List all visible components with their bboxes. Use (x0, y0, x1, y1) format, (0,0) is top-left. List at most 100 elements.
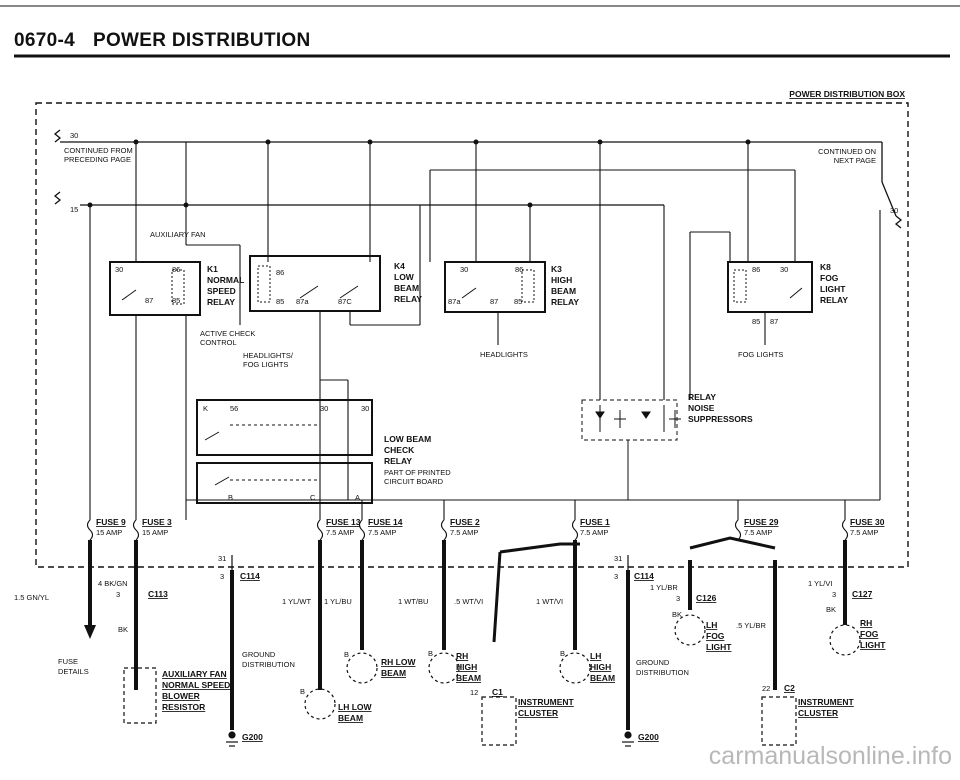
k3-id: K3 (551, 264, 562, 274)
watermark: carmanualsonline.info (708, 742, 952, 770)
aux-resistor-l1-label: AUXILIARY FAN (162, 669, 227, 679)
fuses-f1-amp-label: 7.5 AMP (580, 528, 608, 537)
lh-low-pin-label: B (300, 687, 305, 696)
relay-k8-l2-label: LIGHT (820, 284, 846, 294)
connectors-term31b-label: 31 (614, 554, 622, 563)
power-distribution-box (35, 102, 909, 568)
terminal-15: 15 (70, 205, 78, 214)
connectors-c2pin-label: 22 (762, 684, 770, 693)
relay-k3-l2-label: BEAM (551, 286, 576, 296)
fuse-details-l2-label: DETAILS (58, 667, 89, 676)
connectors-c126pin-label: 3 (676, 594, 680, 603)
relay-k4-l1-label: LOW (394, 272, 415, 282)
wires-wtbu-label: 1 WT/BU (398, 597, 428, 606)
wires-ylbu-label: 1 YL/BU (324, 597, 352, 606)
ground-dist-a-l2-label: DISTRIBUTION (242, 660, 295, 669)
connectors-c127pin-label: 3 (832, 590, 836, 599)
instrument-b-l2-label: CLUSTER (798, 708, 838, 718)
low-beam-check-p30b-label: 30 (361, 404, 369, 413)
g200a-label: G200 (242, 732, 263, 742)
lh-high-pin-label: B (560, 649, 565, 658)
connectors-c113pin-label: 3 (116, 590, 120, 599)
k4-id: K4 (394, 261, 405, 271)
relay-k1-l1-label: NORMAL (207, 275, 244, 285)
relay-k4-l3-label: RELAY (394, 294, 422, 304)
low-beam-check-l3-label: RELAY (384, 456, 412, 466)
connectors-c114bpin-label: 3 (614, 572, 618, 581)
instrument-a-l1-label: INSTRUMENT (518, 697, 575, 707)
instrument-a-l2-label: CLUSTER (518, 708, 558, 718)
connectors-c114a-label: C114 (240, 571, 260, 581)
relay-k8-p85-label: 85 (752, 317, 760, 326)
connectors-term31a-label: 31 (218, 554, 226, 563)
relay-k8-l1-label: FOG (820, 273, 839, 283)
fuses-f3-amp-label: 15 AMP (142, 528, 168, 537)
relay-k4-l2-label: BEAM (394, 283, 419, 293)
wires-ylwt-label: 1 YL/WT (282, 597, 311, 606)
connectors-c2-label: C2 (784, 683, 795, 693)
relay-k8-p87-label: 87 (770, 317, 778, 326)
rh-high-l3-label: BEAM (456, 673, 481, 683)
fuses-f29-amp-label: 7.5 AMP (744, 528, 772, 537)
connectors-c127-label: C127 (852, 589, 873, 599)
relay-noise-l2-label: NOISE (688, 403, 715, 413)
headlights-fog-l2: FOG LIGHTS (243, 360, 288, 369)
relay-k1-p85-label: 85 (172, 296, 180, 305)
page-header: 0670-4 POWER DISTRIBUTION (14, 30, 311, 52)
lh-low-l1-label: LH LOW (338, 702, 372, 712)
connectors-c1pin-label: 12 (470, 688, 478, 697)
continued-on-line2: NEXT PAGE (834, 156, 876, 165)
low-beam-check-p30a-label: 30 (320, 404, 328, 413)
g200b-label: G200 (638, 732, 659, 742)
ground-dist-b-l2-label: DISTRIBUTION (636, 668, 689, 677)
rh-high-l2-label: HIGH (456, 662, 477, 672)
wires-bk2-label: BK (672, 610, 682, 619)
relay-k3-p86-label: 86 (515, 265, 523, 274)
low-beam-check-l4-label: PART OF PRINTED (384, 468, 451, 477)
ground-dist-a-l1-label: GROUND (242, 650, 276, 659)
aux-resistor-l3-label: BLOWER (162, 691, 200, 701)
fuse-details-l1-label: FUSE (58, 657, 78, 666)
low-beam-check-pB-label: B (228, 493, 233, 502)
terminal-30-right: 30 (890, 206, 898, 215)
connectors-c113-label: C113 (148, 589, 168, 599)
rh-fog-l3-label: LIGHT (860, 640, 886, 650)
active-check-l2: CONTROL (200, 338, 237, 347)
wires-ylbr5-label: .5 YL/BR (736, 621, 766, 630)
k8-id: K8 (820, 262, 831, 272)
relay-k8: 86 30 85 87 K8 FOG LIGHT RELAY (727, 261, 848, 326)
instrument-b-l1-label: INSTRUMENT (798, 697, 855, 707)
connectors-c1-label: C1 (492, 687, 503, 697)
aux-resistor-l4-label: RESISTOR (162, 702, 205, 712)
relay-k4-p87c-label: 87C (338, 297, 352, 306)
relay-noise-l1-label: RELAY (688, 392, 716, 402)
relay-k4-p87a-label: 87a (296, 297, 309, 306)
ground-dist-b-l1-label: GROUND (636, 658, 670, 667)
low-beam-check-pC-label: C (310, 493, 316, 502)
fuses-f9-amp-label: 15 AMP (96, 528, 122, 537)
wires-bk1-label: BK (118, 625, 128, 634)
page-title: POWER DISTRIBUTION (92, 30, 311, 51)
relay-k3: 30 86 87a 87 85 K3 HIGH BEAM RELAY (444, 261, 579, 313)
relay-k3-l3-label: RELAY (551, 297, 579, 307)
fuses-f3-name-label: FUSE 3 (142, 517, 172, 527)
relay-k8-l3-label: RELAY (820, 295, 848, 305)
fuses-f14-amp-label: 7.5 AMP (368, 528, 396, 537)
relay-k4: 86 85 87a 87C K4 LOW BEAM RELAY (249, 255, 422, 312)
connectors-c114apin-label: 3 (220, 572, 224, 581)
relay-k8-p86-label: 86 (752, 265, 760, 274)
page-code: 0670-4 (14, 30, 75, 51)
fuses-f30-name-label: FUSE 30 (850, 517, 885, 527)
fuses-f14-name-label: FUSE 14 (368, 517, 403, 527)
lh-high-l3-label: BEAM (590, 673, 615, 683)
relay-k3-p30-label: 30 (460, 265, 468, 274)
relay-k1-l3-label: RELAY (207, 297, 235, 307)
fuses-f13-name-label: FUSE 13 (326, 517, 361, 527)
k1-id: K1 (207, 264, 218, 274)
wires-bk3-label: BK (826, 605, 836, 614)
fuses-f2-name-label: FUSE 2 (450, 517, 480, 527)
connectors-c114b-label: C114 (634, 571, 654, 581)
fuses-f29-name-label: FUSE 29 (744, 517, 779, 527)
wires-wtvi5-label: .5 WT/VI (454, 597, 483, 606)
